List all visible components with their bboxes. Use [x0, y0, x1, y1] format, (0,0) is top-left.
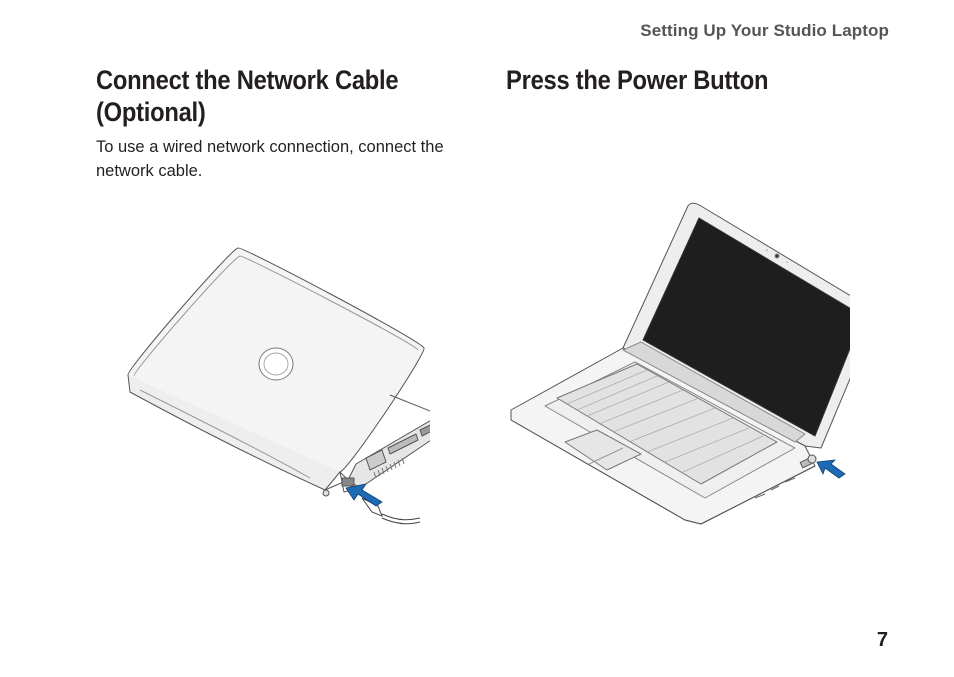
- power-button-arrow-icon: [816, 459, 846, 479]
- insert-arrow-icon: [345, 483, 383, 507]
- network-cable-illustration: [127, 247, 430, 525]
- section-heading-network-cable: Connect the Network Cable (Optional): [96, 64, 430, 128]
- touchpad: [564, 429, 642, 471]
- power-button-illustration: [510, 202, 850, 525]
- page-number: 7: [876, 629, 888, 651]
- section-heading-power-button: Press the Power Button: [506, 65, 769, 95]
- running-header: Setting Up Your Studio Laptop: [640, 21, 889, 40]
- keyboard: [556, 363, 778, 485]
- brand-logo-icon: [258, 347, 294, 381]
- network-cable-instructions: To use a wired network connection, conne…: [96, 138, 444, 180]
- power-button: [807, 454, 817, 464]
- heading-line-1: Connect the Network Cable: [96, 65, 399, 95]
- heading-line-2: (Optional): [96, 97, 206, 127]
